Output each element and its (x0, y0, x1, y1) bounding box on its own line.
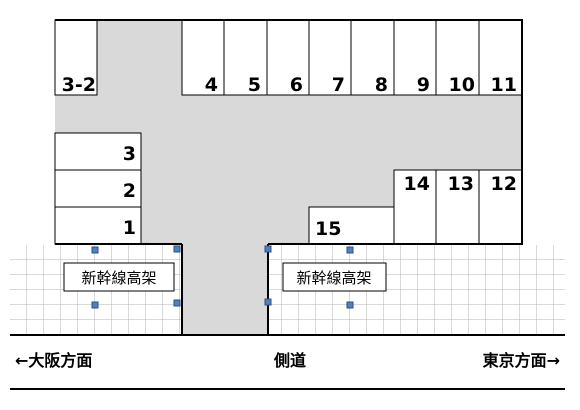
road-label-osaka: ←大阪方面 (15, 351, 92, 370)
selection-handles[interactable] (91, 245, 354, 309)
stall-label-11: 11 (491, 74, 517, 96)
stall-label-6: 6 (290, 74, 303, 96)
stall-label-2: 2 (123, 180, 136, 202)
stall-label-3-2: 3-2 (62, 74, 96, 96)
stall-label-13: 13 (448, 173, 474, 195)
stall-8 (350, 19, 395, 96)
parking-stalls (54, 19, 523, 245)
stall-label-15: 15 (315, 218, 341, 240)
stall-label-1: 1 (123, 217, 136, 239)
handle-left-bottom[interactable] (91, 301, 99, 309)
lot-boundary (55, 19, 523, 245)
stall-3-2 (54, 19, 98, 96)
viaduct-label-left: 新幹線高架 (81, 269, 156, 287)
handle-left-top[interactable] (91, 246, 99, 254)
stall-label-10: 10 (449, 74, 475, 96)
stall-label-12: 12 (491, 173, 517, 195)
handle-left-corner-top[interactable] (173, 245, 181, 253)
handle-right-bottom[interactable] (346, 301, 354, 309)
stall-label-9: 9 (417, 74, 430, 96)
viaduct-label-box-left (63, 262, 175, 292)
stall-labels: 3-2 4 5 6 7 8 9 10 11 3 2 1 14 13 12 (62, 74, 517, 239)
stall-7 (308, 19, 352, 96)
handle-right-top[interactable] (346, 246, 354, 254)
handle-left-corner-bottom[interactable] (173, 299, 181, 307)
stall-label-8: 8 (375, 74, 388, 96)
stall-label-14: 14 (404, 173, 430, 195)
entrance-driveway (182, 244, 268, 335)
stall-label-3: 3 (123, 143, 136, 165)
viaduct-label-box-right (282, 262, 387, 292)
handle-right-corner-top[interactable] (264, 245, 272, 253)
stall-12 (478, 169, 523, 245)
stall-1 (54, 206, 142, 245)
stall-6 (266, 19, 310, 96)
road-label-side-road: 側道 (273, 351, 306, 370)
stall-15 (308, 206, 395, 245)
handle-right-corner-bottom[interactable] (264, 298, 272, 306)
stall-label-4: 4 (205, 74, 218, 96)
viaduct-label-right: 新幹線高架 (296, 269, 371, 287)
stall-label-7: 7 (332, 74, 345, 96)
stall-label-5: 5 (248, 74, 261, 96)
road-label-tokyo: 東京方面→ (483, 351, 560, 370)
stall-4 (181, 19, 225, 96)
stall-10 (435, 19, 480, 96)
stall-2 (54, 169, 142, 208)
stall-11 (478, 19, 523, 96)
